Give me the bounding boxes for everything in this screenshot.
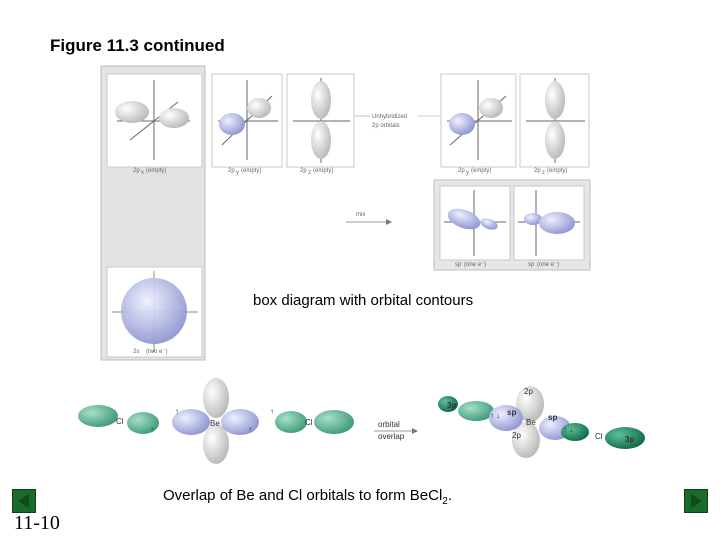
svg-text:2s: 2s — [133, 349, 139, 355]
svg-text:sp: sp — [507, 408, 516, 417]
svg-text:2p: 2p — [512, 431, 521, 440]
svg-text:3p: 3p — [625, 435, 634, 444]
svg-text:↓: ↓ — [569, 425, 573, 434]
orbital-box-2pz-right: 2p z (empty) — [519, 73, 590, 176]
svg-text:overlap: overlap — [378, 432, 405, 441]
svg-text:Cl: Cl — [595, 432, 603, 441]
svg-text:(empty): (empty) — [547, 168, 567, 174]
orbital-box-2px: 2p x (empty) — [106, 73, 203, 176]
arrow-left-icon — [18, 494, 29, 508]
svg-text:2p: 2p — [458, 168, 465, 174]
svg-text:y: y — [236, 170, 239, 176]
svg-text:(empty): (empty) — [146, 168, 166, 174]
svg-text:2p: 2p — [524, 387, 533, 396]
svg-text:Be: Be — [526, 418, 536, 427]
svg-text:(two e⁻): (two e⁻) — [146, 349, 168, 355]
svg-text:z: z — [542, 170, 545, 176]
orbital-box-sp-1: sp (one e⁻) — [439, 185, 511, 268]
svg-text:2p orbitals: 2p orbitals — [372, 123, 400, 129]
svg-text:(empty): (empty) — [313, 168, 333, 174]
svg-text:2p: 2p — [534, 168, 541, 174]
svg-text:↑: ↑ — [175, 407, 179, 416]
mix-label: mix — [356, 212, 365, 218]
svg-text:x: x — [141, 170, 144, 176]
overlap-before: Cl ↑ Be ↑ ↑ Cl ↑ — [78, 378, 354, 464]
svg-text:(one e⁻): (one e⁻) — [464, 262, 486, 268]
svg-text:z: z — [308, 170, 311, 176]
svg-text:Cl: Cl — [116, 417, 124, 426]
svg-text:↑: ↑ — [563, 425, 567, 434]
box-diagram-caption: box diagram with orbital contours — [253, 292, 474, 309]
svg-text:↓: ↓ — [496, 411, 500, 420]
svg-text:Cl: Cl — [305, 418, 313, 427]
svg-text:Be: Be — [210, 419, 220, 428]
svg-text:2p: 2p — [133, 168, 140, 174]
svg-text:↑: ↑ — [490, 411, 494, 420]
figure-title: Figure 11.3 continued — [50, 36, 225, 55]
svg-text:3p: 3p — [447, 401, 456, 410]
orbital-overlap-label: orbital — [378, 420, 400, 429]
next-slide-button[interactable] — [684, 489, 708, 513]
orbital-box-2s: 2s (two e⁻) — [106, 266, 203, 358]
orbital-box-2py-right: 2p y (empty) — [440, 73, 517, 176]
svg-text:(one e⁻): (one e⁻) — [537, 262, 559, 268]
svg-text:2p: 2p — [228, 168, 235, 174]
slide-number: 11-10 — [14, 512, 60, 534]
svg-text:sp: sp — [455, 262, 462, 268]
arrow-right-icon — [691, 494, 702, 508]
svg-text:↑: ↑ — [248, 425, 252, 434]
svg-text:↑: ↑ — [150, 425, 154, 434]
orbital-box-2pz: 2p z (empty) — [286, 73, 355, 176]
svg-text:(empty): (empty) — [241, 168, 261, 174]
previous-slide-button[interactable] — [12, 489, 36, 513]
svg-text:y: y — [466, 170, 469, 176]
overlap-caption: Overlap of Be and Cl orbitals to form Be… — [163, 487, 453, 507]
overlap-after: 3p 2p sp sp 2p Be Cl 3p ↑ ↓ ↑ ↓ — [438, 386, 645, 458]
unhybridized-label: Unhybridized — [372, 114, 407, 120]
svg-text:2p: 2p — [300, 168, 307, 174]
orbital-box-2py: 2p y (empty) — [211, 73, 283, 176]
svg-text:sp: sp — [548, 413, 557, 422]
svg-text:sp: sp — [528, 262, 535, 268]
svg-text:(empty): (empty) — [471, 168, 491, 174]
orbital-box-sp-2: sp (one e⁻) — [513, 185, 585, 268]
svg-text:↑: ↑ — [270, 407, 274, 416]
